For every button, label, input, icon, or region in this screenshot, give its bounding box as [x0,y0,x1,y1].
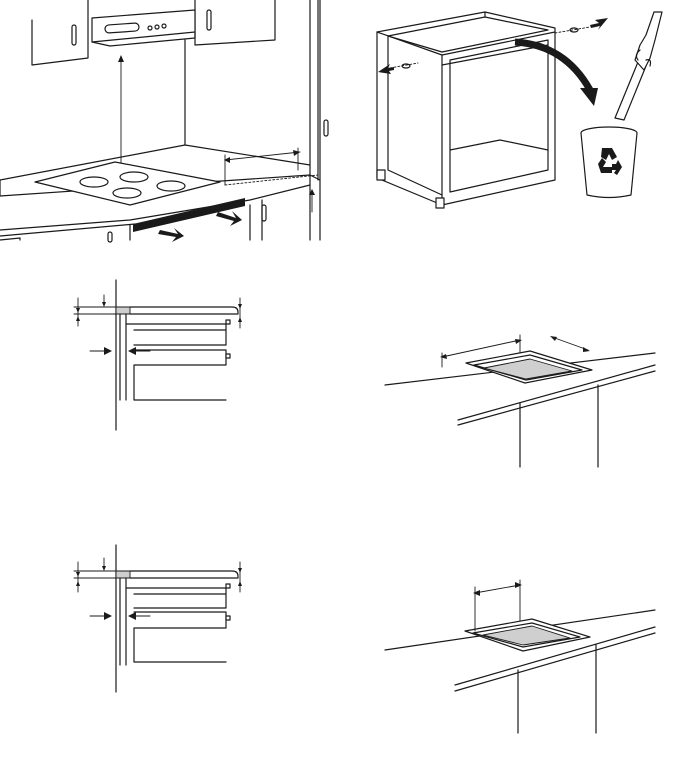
drawer-front-2 [134,350,226,400]
dimension-arrow-icon [128,612,136,620]
worktop-section [130,307,238,314]
hob-underside [126,324,226,330]
dimension-arrow-icon [515,582,522,588]
dimension-arrow-icon [118,55,124,62]
dimension-arrow-icon [293,150,300,156]
cutout-width-dimension-line [442,340,520,357]
drawer-arrow-icon [216,211,242,226]
cabinet-foot [377,170,385,180]
arrow-icon [580,88,598,106]
ventilation-strip [133,198,245,232]
upper-cabinet-left-handle [72,25,76,45]
side-section-clearance-1-figure [60,270,260,440]
side-section-1-drawing [60,270,260,440]
cutout-depth-dimension-line [552,337,588,350]
hob-edge-section [116,571,130,578]
cabinet-bottom-shelf [450,140,548,150]
dimension-arrow-icon [76,581,80,586]
drawer-handle [108,232,112,242]
dimension-arrow-icon [238,304,242,309]
dimension-arrow-icon [76,572,80,577]
drawer-handle [226,354,230,358]
side-section-2-drawing [60,540,260,700]
dimension-arrow-icon [102,566,106,571]
cabinet-side-inner [388,36,442,195]
cabinet-shelf-removal-drawing [350,0,686,250]
worktop-front [0,238,20,240]
kitchen-cabinet-installation-figure [0,0,330,250]
drawer-front-1 [134,330,226,345]
dimension-arrow-icon [76,308,80,313]
base-cabinet-handle [262,205,266,221]
worktop-cutout-1-drawing [380,325,670,475]
side-section-clearance-2-figure [60,540,260,700]
hob-underside [126,588,226,594]
drawer-arrow-icon [158,228,184,242]
worktop-cutout-1-figure [380,325,670,475]
worktop-front-edge-2 [0,224,135,236]
dimension-arrow-icon [473,590,480,596]
drawer-handle [226,584,230,588]
dimension-arrow-icon [238,317,242,322]
cabinet-top-frame [388,17,548,52]
dimension-arrow-icon [238,568,242,573]
hood-icon [92,10,195,46]
recycle-bin-icon [581,127,637,198]
worktop-cutout-2-drawing [380,575,670,740]
dimension-arrow-icon [583,347,590,352]
worktop-section [130,571,238,578]
hob-edge-section [116,307,130,314]
dimension-arrow-icon [515,339,522,344]
drawer-handle [226,320,230,324]
dimension-arrow-icon [550,336,557,341]
tall-cabinet-handle [324,120,328,136]
arrow-icon [378,64,394,74]
upper-cabinet-right-handle [207,10,211,30]
dimension-arrow-icon [238,581,242,586]
cutout-width-dimension-line [475,585,520,593]
dimension-arrow-icon [76,316,80,321]
drawer-front-1 [134,594,226,608]
drawer-handle [226,616,230,620]
cabinet-front-edge [377,32,442,205]
hand-icon [615,12,662,120]
upper-cabinet-left [32,0,88,65]
arrow-icon [590,18,608,30]
drawer-front-2 [134,612,226,662]
worktop-cutout-2-figure [380,575,670,740]
kitchen-cabinet-drawing [0,0,330,250]
dimension-arrow-icon [440,354,447,359]
cabinet-foot [436,198,444,208]
cabinet-back-panel [450,40,548,192]
dimension-arrow-icon [104,347,112,355]
dimension-arrow-icon [102,302,106,307]
worktop-front-edge-2 [458,371,655,425]
dimension-arrow-icon [104,612,112,620]
cabinet-shelf-removal-figure [350,0,686,250]
dimension-arrow-icon [128,347,136,355]
